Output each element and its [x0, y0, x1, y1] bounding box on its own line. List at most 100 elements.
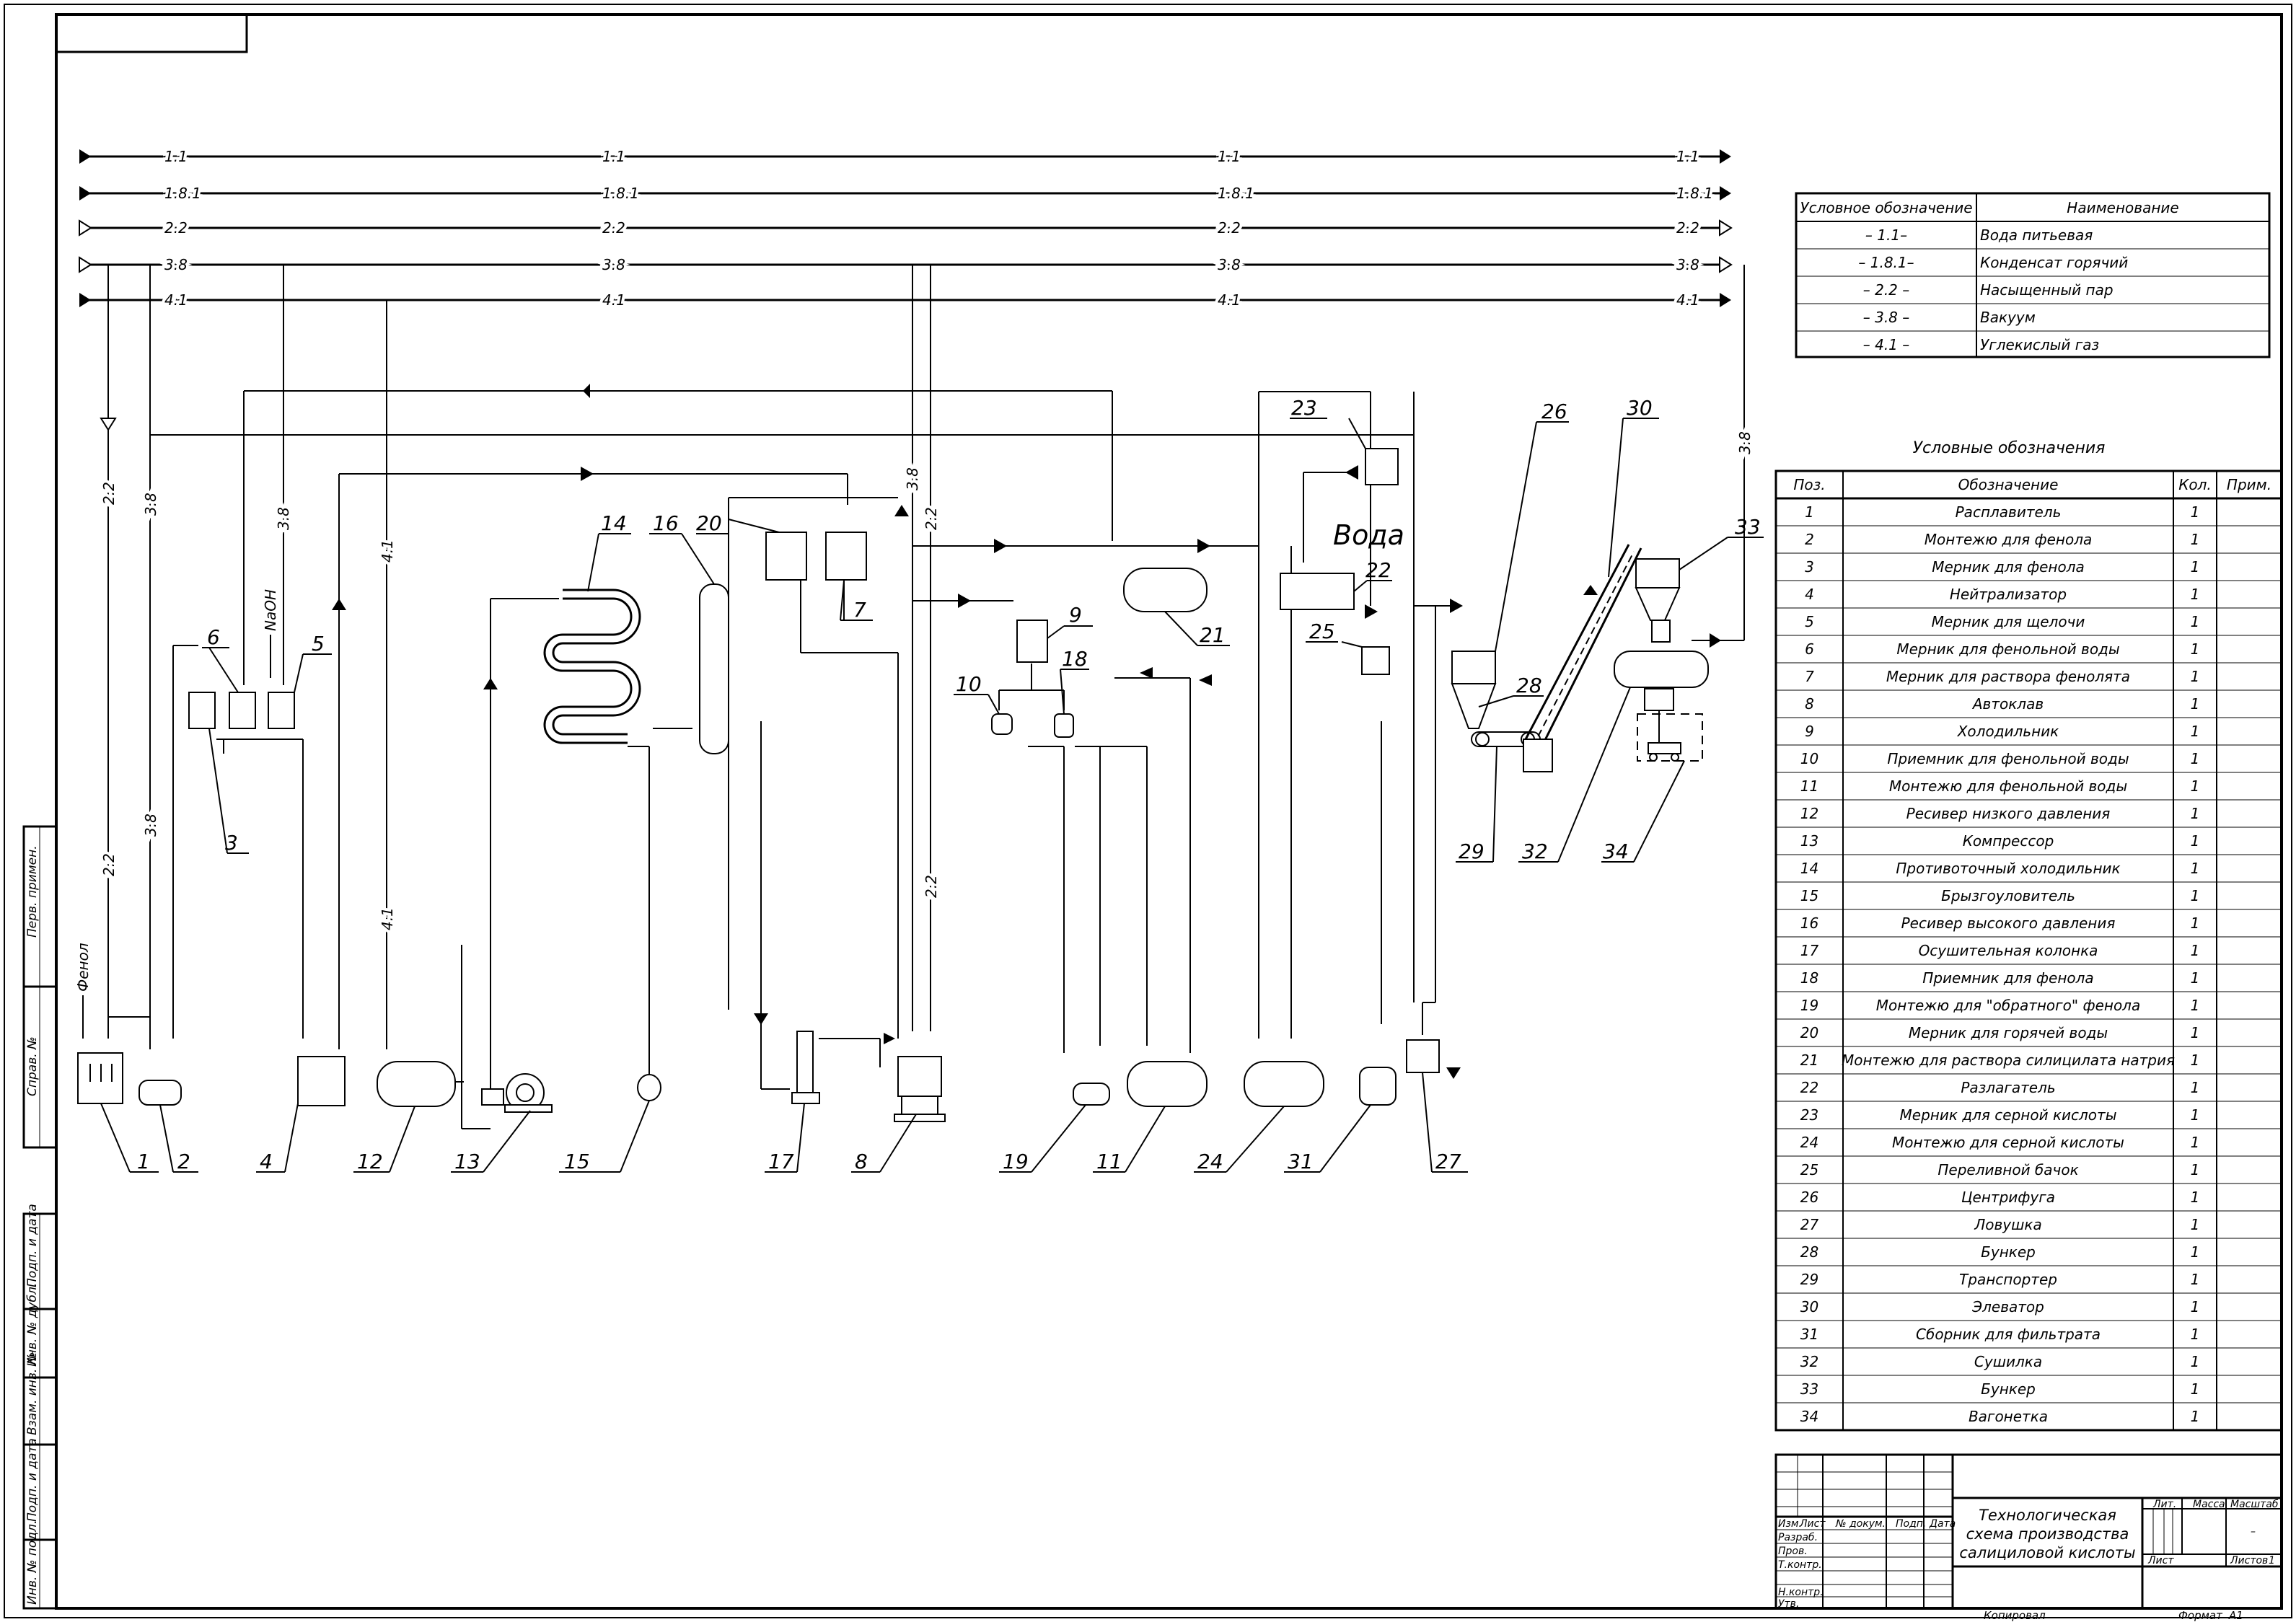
side-stamp-label: Справ. № — [25, 1036, 40, 1096]
equipment-4-neutralizer — [297, 1056, 346, 1106]
table-cell-pos: 21 — [1800, 1052, 1818, 1069]
table-cell-pos: 11 — [1800, 777, 1818, 795]
equipment-23-measure — [1365, 448, 1399, 485]
table-cell-pos: 15 — [1800, 887, 1818, 904]
callout-23: 23 — [1290, 396, 1366, 449]
callout-26: 26 — [1495, 400, 1569, 652]
table-cell-name: Нейтрализатор — [1950, 586, 2067, 603]
table-cell-name: Ресивер низкого давления — [1906, 805, 2111, 822]
callout-number: 29 — [1459, 839, 1485, 863]
table-cell-name: Элеватор — [1971, 1298, 2044, 1315]
table-cell-pos: 12 — [1800, 805, 1818, 822]
table-cell-pos: 32 — [1800, 1353, 1818, 1370]
callout-number: 3 — [225, 831, 238, 855]
table-cell-qty: 1 — [2191, 860, 2200, 877]
equipment-15-separator — [637, 1074, 661, 1101]
callout-9: 9 — [1047, 603, 1093, 639]
tb-masshtab: Масштаб — [2230, 1499, 2279, 1510]
tb-copied: Копировал — [1984, 1609, 2046, 1622]
tb-col-header: Дата — [1929, 1518, 1956, 1530]
tb-role: Утв. — [1778, 1598, 1799, 1610]
legend-code: – 4.1 – — [1863, 336, 1910, 353]
table-cell-name: Мерник для фенольной воды — [1896, 640, 2119, 658]
table-cell-pos: 5 — [1805, 613, 1814, 630]
callout-31: 31 — [1284, 1104, 1371, 1173]
line-label: 1.1 — [602, 148, 625, 165]
table-cell-name: Брызгоуловитель — [1941, 887, 2075, 904]
utility-line-labels: 1.1 1.1 1.1 1.1 1.8.1 1.8.1 1.8.1 1.8.1 … — [162, 145, 1716, 312]
feed-label-naoh: NaOH — [262, 589, 279, 631]
equipment-25-overflow-tank — [1361, 646, 1390, 675]
table-cell-pos: 23 — [1800, 1106, 1818, 1124]
equipment-14-coil-cooler — [543, 589, 641, 744]
callout-number: 21 — [1200, 623, 1226, 647]
callout-14: 14 — [587, 511, 631, 592]
callout-11: 11 — [1093, 1106, 1166, 1173]
table-cell-qty: 1 — [2191, 942, 2200, 959]
equipment-8-autoclave — [894, 1056, 946, 1122]
callout-12: 12 — [353, 1106, 415, 1173]
table-cell-qty: 1 — [2191, 1079, 2200, 1096]
equipment-11-montejus — [1127, 1061, 1208, 1107]
vertical-line-label: 3.8 — [1736, 431, 1754, 454]
table-cell-name: Мерник для горячей воды — [1909, 1024, 2108, 1041]
table-cell-name: Приемник для фенола — [1922, 969, 2093, 987]
callout-10: 10 — [954, 672, 1000, 715]
table-cell-qty: 1 — [2191, 586, 2200, 603]
line-label: 1.1 — [1218, 148, 1241, 165]
vertical-line-label: 2.2 — [100, 482, 118, 505]
callout-number: 4 — [260, 1150, 273, 1173]
table-cell-pos: 25 — [1800, 1161, 1818, 1178]
callout-number: 28 — [1516, 674, 1542, 697]
callout-number: 22 — [1365, 558, 1391, 582]
table-cell-name: Мерник для раствора фенолята — [1886, 668, 2130, 685]
table-cell-qty: 1 — [2191, 1243, 2200, 1261]
callout-21: 21 — [1164, 611, 1230, 647]
side-stamp: Перв. примен. Справ. № Подп. и дата Инв.… — [22, 825, 58, 1610]
table-cell-qty: 1 — [2191, 640, 2200, 658]
legend-name: Конденсат горячий — [1980, 254, 2128, 271]
legend-name: Насыщенный пар — [1980, 281, 2114, 299]
callout-number: 2 — [177, 1150, 190, 1173]
callout-number: 26 — [1541, 400, 1567, 423]
equipment-19-montejus — [1073, 1083, 1110, 1106]
table-cell-pos: 9 — [1805, 723, 1814, 740]
line-label: 3.8 — [602, 256, 625, 273]
callout-number: 31 — [1288, 1150, 1314, 1173]
legend-header-name: Наименование — [2067, 199, 2178, 216]
table-cell-qty: 1 — [2191, 695, 2200, 713]
table-cell-pos: 22 — [1800, 1079, 1818, 1096]
callout-19: 19 — [999, 1104, 1086, 1173]
equipment-9-cooler — [1016, 620, 1048, 663]
table-cell-qty: 1 — [2191, 750, 2200, 767]
drawing-frame-outer — [4, 4, 2292, 1618]
callout-29: 29 — [1456, 746, 1497, 863]
table-cell-name: Монтежю для фенола — [1925, 531, 2093, 548]
equipment-26-centrifuge — [1451, 651, 1497, 729]
equipment-table-title: Условные обозначения — [1913, 439, 2106, 457]
line-label: 1.8.1 — [602, 185, 639, 202]
tb-format-value: А1 — [2228, 1609, 2243, 1622]
table-cell-pos: 30 — [1800, 1298, 1818, 1315]
table-cell-pos: 3 — [1805, 558, 1814, 576]
equipment-2-montejus — [138, 1080, 182, 1106]
tb-massa: Масса — [2193, 1499, 2225, 1510]
table-cell-qty: 1 — [2191, 613, 2200, 630]
table-cell-qty: 1 — [2191, 832, 2200, 850]
title-block: Изм. Лист № докум. Подп. Дата Разраб. Пр… — [1774, 1453, 2283, 1610]
legend-code: – 1.1– — [1865, 226, 1907, 244]
equipment-16-hp-receiver — [699, 583, 729, 754]
table-cell-name: Сборник для фильтрата — [1916, 1326, 2101, 1343]
callout-number: 33 — [1735, 515, 1761, 539]
table-cell-name: Мерник для фенола — [1932, 558, 2085, 576]
callout-number: 6 — [207, 625, 220, 649]
callout-30: 30 — [1608, 396, 1659, 578]
callout-number: 19 — [1003, 1150, 1029, 1173]
table-cell-pos: 27 — [1800, 1216, 1819, 1233]
table-cell-pos: 17 — [1800, 942, 1819, 959]
callout-number: 7 — [853, 598, 866, 622]
callout-number: 8 — [855, 1150, 868, 1173]
line-label: 3.8 — [1676, 256, 1699, 273]
equipment-22-decomposer — [1280, 573, 1355, 610]
